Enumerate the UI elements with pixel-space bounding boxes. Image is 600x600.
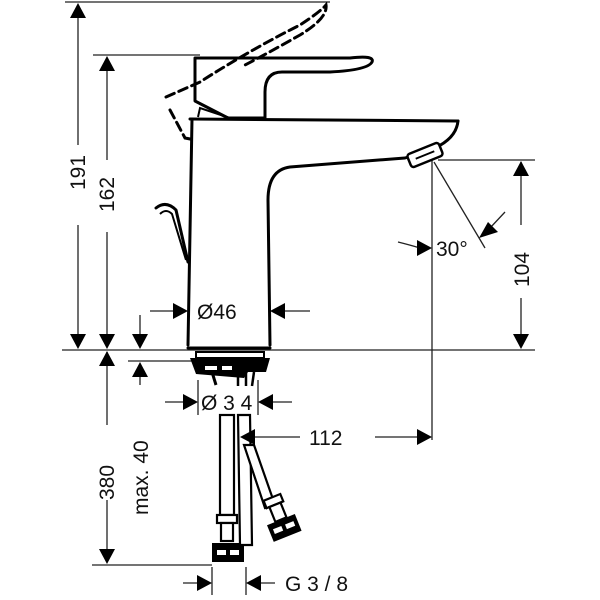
dimension-162: 162 [96, 56, 119, 349]
spout [266, 119, 460, 347]
dimension-380-label: 380 [96, 465, 119, 500]
aerator [406, 141, 444, 169]
dimension-max-40-label: max. 40 [130, 440, 153, 515]
dimension-380: 380 [96, 351, 119, 564]
dimension-max-40: max. 40 [130, 315, 153, 515]
spray-angle-label: 30° [436, 238, 468, 261]
lever-handle [193, 55, 374, 120]
dimension-g38-label: G 3 / 8 [285, 573, 348, 596]
dimension-diameter-34-label: Ø 3 4 [201, 392, 253, 415]
dimension-112-label: 112 [309, 427, 342, 450]
spray-angle-30: 30° [397, 161, 506, 261]
dimension-g38: G 3 / 8 [183, 567, 348, 596]
dimension-162-label: 162 [96, 177, 119, 212]
dimension-104-label: 104 [511, 252, 534, 287]
dimension-diameter-46: Ø46 [150, 301, 310, 324]
dimension-diameter-46-label: Ø46 [197, 301, 237, 324]
base-mount [190, 351, 270, 387]
dimension-104: 104 [511, 161, 534, 349]
popup-rod [154, 203, 190, 264]
lever-pivot [197, 106, 231, 119]
reference-lines [62, 1, 535, 566]
lever-open-position [164, 1, 328, 142]
dimension-191-label: 191 [67, 155, 90, 190]
dimension-diameter-34: Ø 3 4 [165, 380, 292, 415]
dimension-112: 112 [240, 427, 432, 450]
faucet-body [154, 55, 460, 350]
supply-hoses [212, 413, 302, 562]
dimension-191: 191 [67, 3, 90, 349]
